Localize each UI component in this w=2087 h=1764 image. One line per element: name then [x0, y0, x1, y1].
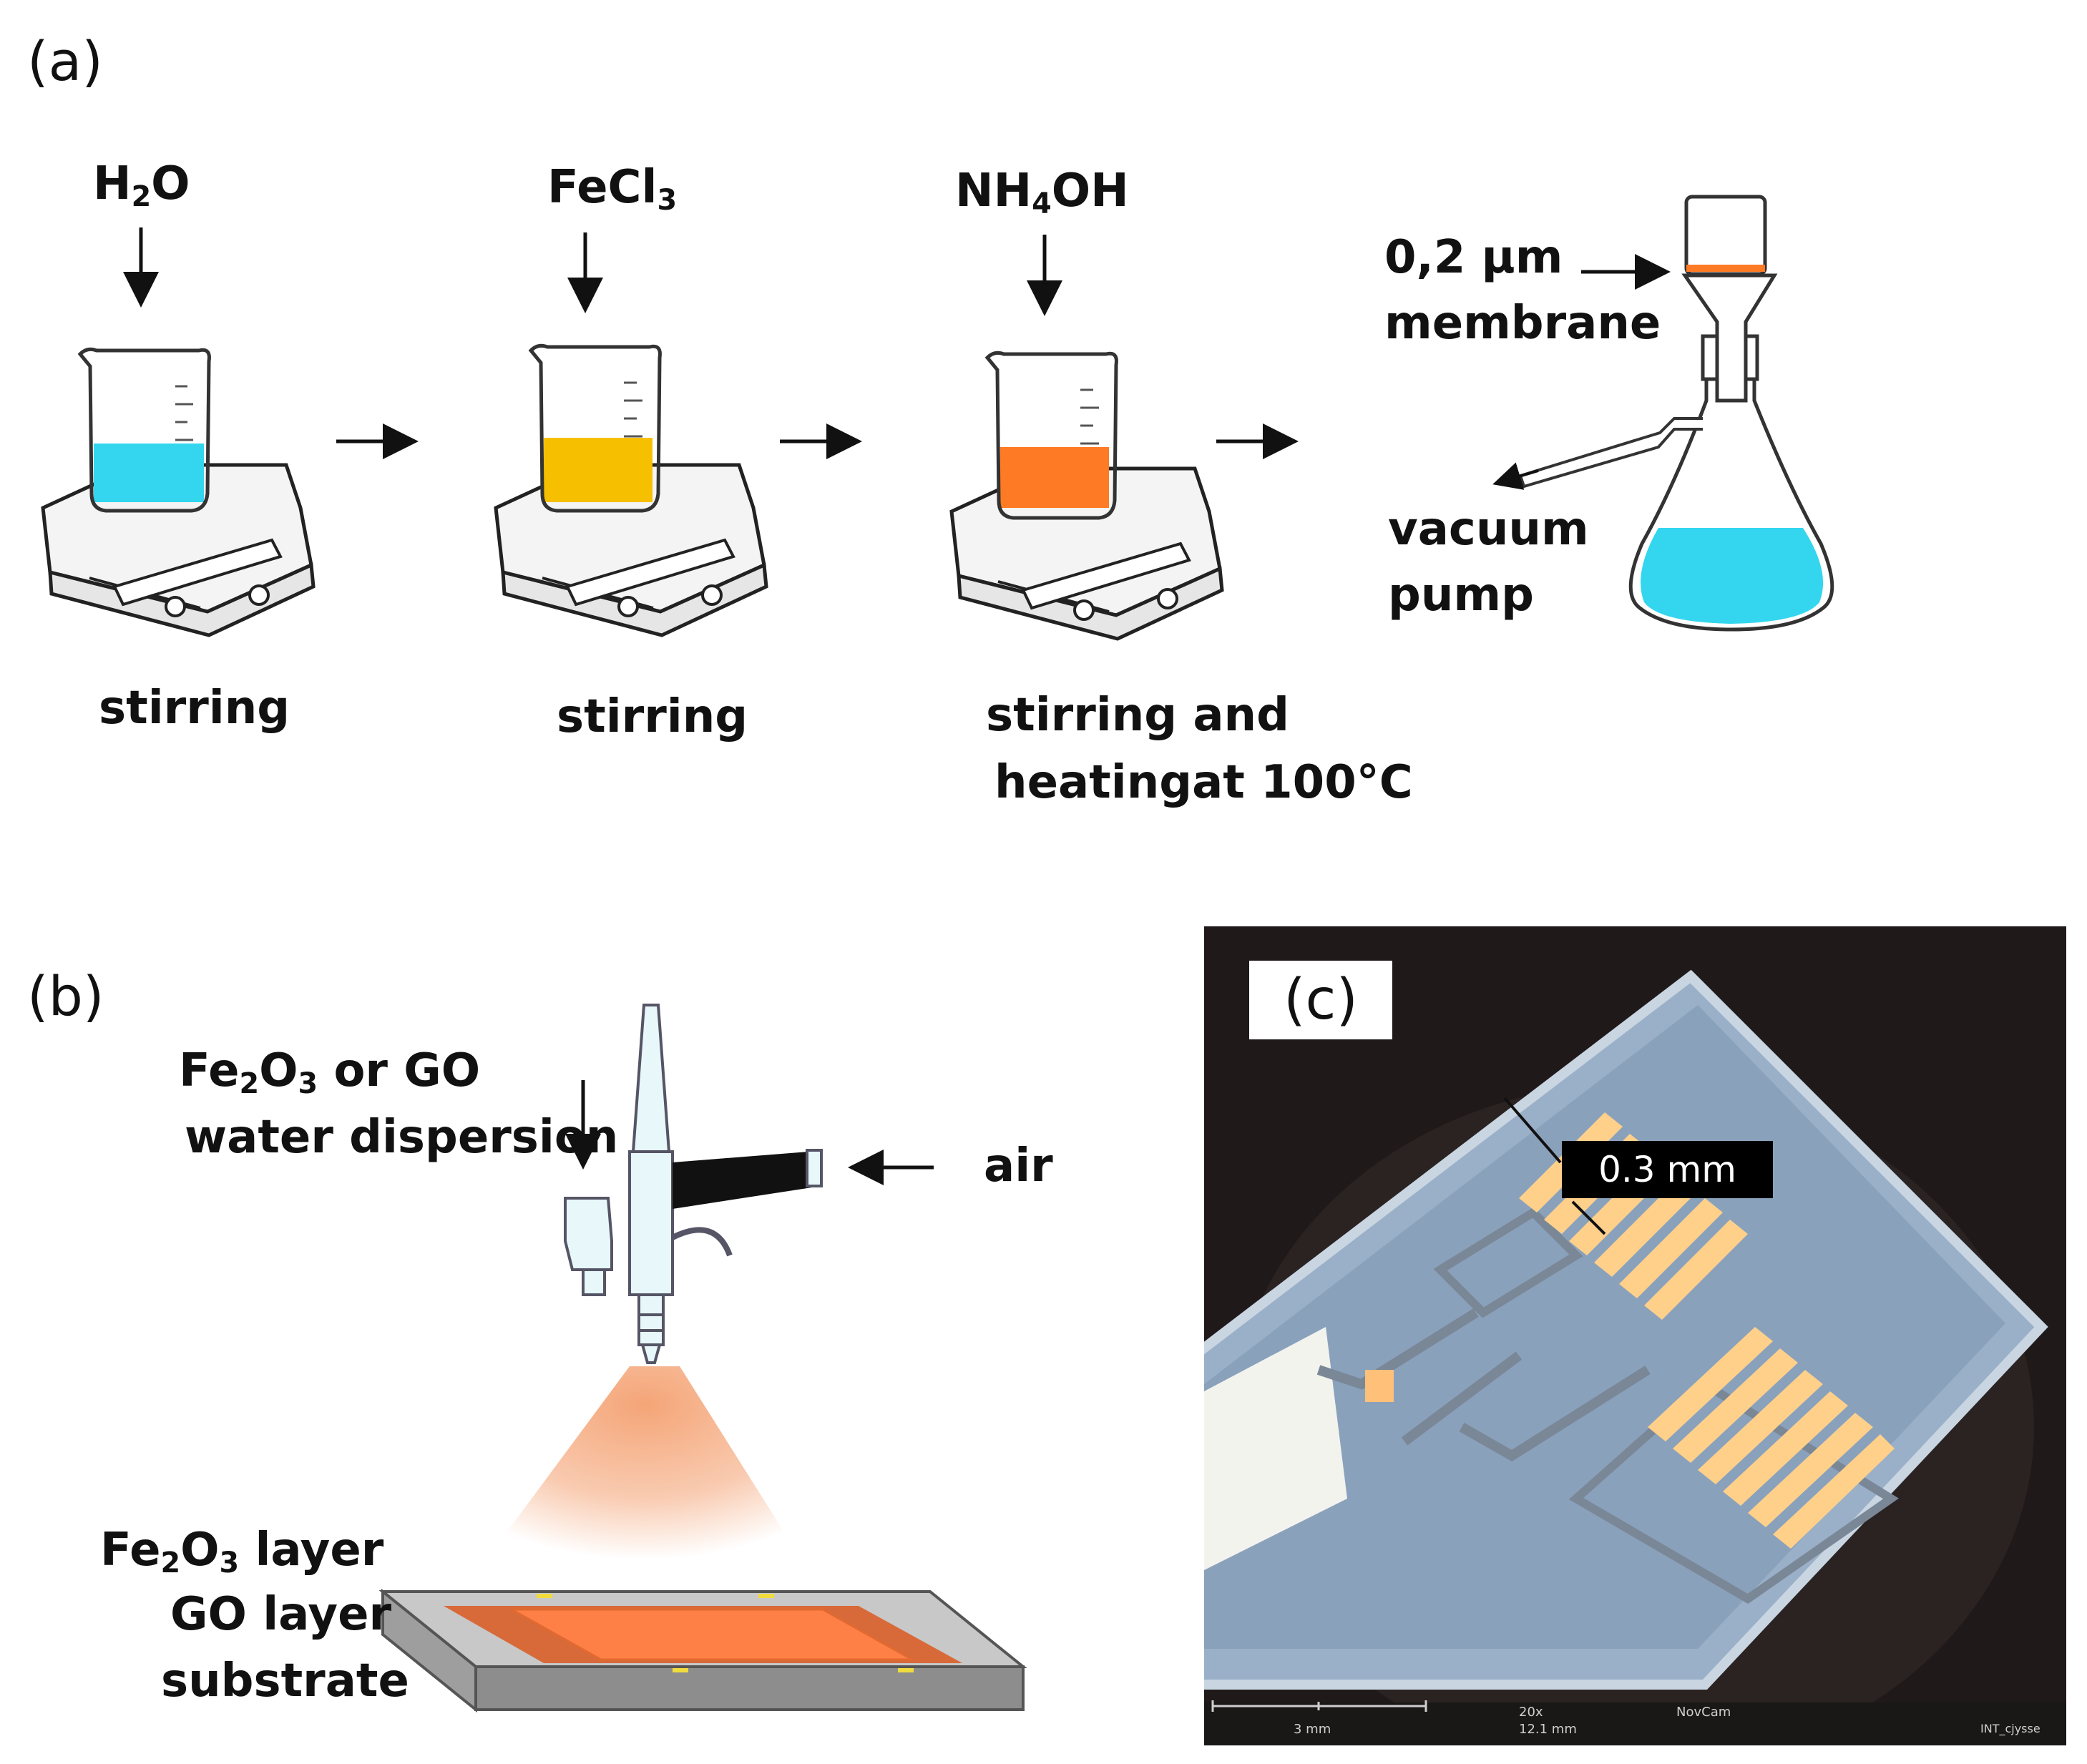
substrate — [378, 1588, 1027, 1713]
pump-label-1: vacuum — [1388, 503, 1589, 556]
airbrush — [564, 1004, 823, 1364]
footer-field: 12.1 mm — [1519, 1722, 1577, 1737]
reagent-h2o: H2O — [93, 157, 190, 213]
footer-zoom: 20x — [1519, 1705, 1543, 1720]
spray-cloud — [487, 1366, 801, 1559]
contact-pad — [1365, 1370, 1394, 1402]
micrograph: (c) 0.3 mm 3 mm 20x 12.1 mm NovCam INT_c… — [1204, 926, 2066, 1745]
vacuum-arrow — [1492, 462, 1539, 490]
air-label: air — [984, 1140, 1053, 1192]
footer-brand: INT_cjysse — [1980, 1722, 2040, 1735]
dispersion-label-2: water dispersion — [185, 1111, 619, 1164]
membrane-line — [1686, 265, 1765, 272]
beaker-1-liquid — [94, 444, 204, 502]
beaker-3 — [984, 351, 1118, 520]
panel-label-b: (b) — [27, 964, 104, 1028]
reagent-fecl3: FeCl3 — [547, 161, 678, 217]
electrode-fingers-2 — [1648, 1327, 1895, 1549]
membrane-label-2: membrane — [1384, 297, 1661, 350]
layer-label-substrate: substrate — [161, 1655, 409, 1707]
panel-label-a: (a) — [27, 29, 103, 93]
panel-label-c: (c) — [1249, 961, 1392, 1039]
caption-step1: stirring — [99, 682, 290, 735]
beaker-2-liquid — [544, 438, 653, 502]
fe2o3-layer — [507, 1608, 917, 1661]
layer-label-fe2o3: Fe2O3 layer — [100, 1524, 384, 1579]
footer-cam: NovCam — [1676, 1705, 1731, 1720]
micrograph-drawing — [1204, 969, 2066, 1745]
pump-label-2: pump — [1388, 569, 1534, 622]
reagent-nh4oh: NH4OH — [955, 165, 1129, 220]
caption-step3-line2: heatingat 100°C — [994, 756, 1413, 809]
filtration-flask — [1518, 195, 1834, 632]
flask-liquid — [1641, 528, 1824, 624]
caption-step2: stirring — [557, 690, 748, 743]
measurement-tag: 0.3 mm — [1562, 1141, 1773, 1198]
beaker-3-liquid — [1000, 447, 1109, 508]
beaker-1 — [77, 347, 211, 513]
beaker-2 — [528, 343, 662, 513]
caption-step3-line1: stirring and — [986, 689, 1289, 742]
dispersion-label-1: Fe2O3 or GO — [179, 1044, 481, 1100]
scalebar-label: 3 mm — [1294, 1722, 1331, 1737]
layer-label-go: GO layer — [170, 1588, 392, 1641]
micrograph-footer — [1204, 1702, 2066, 1745]
air-hose — [673, 1152, 812, 1209]
membrane-label-1: 0,2 µm — [1384, 231, 1563, 284]
